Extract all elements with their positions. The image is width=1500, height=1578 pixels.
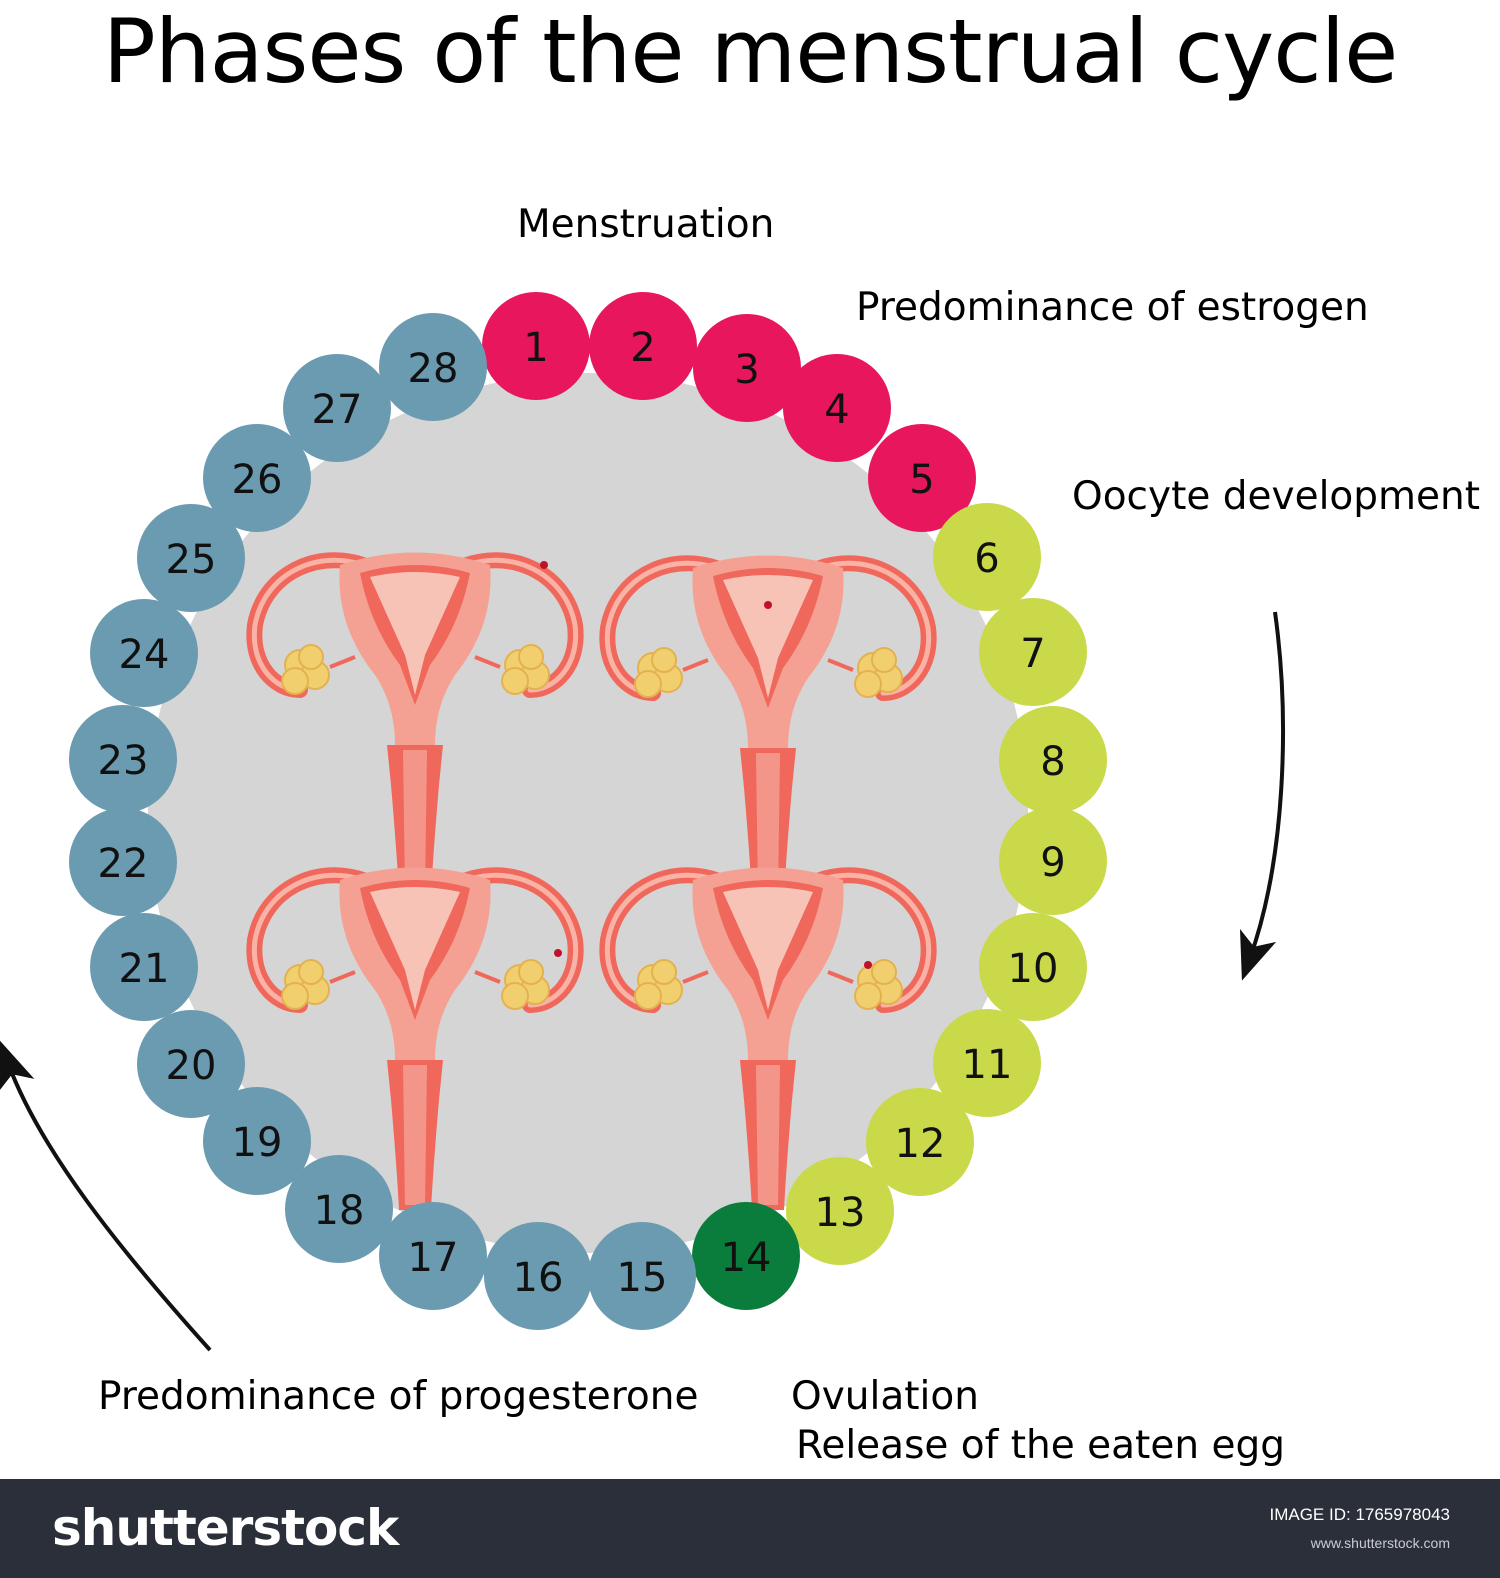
day-label-4: 4 [824,387,849,433]
day-circle-25 [137,504,245,612]
day-circle-18 [285,1155,393,1263]
day-circle-4 [783,354,891,462]
day-label-7: 7 [1020,631,1045,677]
day-circle-24 [90,599,198,707]
day-label-3: 3 [734,347,759,393]
day-circle-13 [786,1157,894,1265]
day-label-13: 13 [815,1190,866,1236]
progesterone-arrow [0,1040,212,1352]
day-label-10: 10 [1008,946,1059,992]
day-circle-26 [203,424,311,532]
menstruation-label: Menstruation [517,202,775,247]
day-label-16: 16 [513,1255,564,1301]
page-title: Phases of the menstrual cycle [102,0,1398,103]
day-circle-12 [866,1088,974,1196]
day-circle-11 [933,1009,1041,1117]
day-label-24: 24 [119,632,170,678]
shutterstock-logo: shutterstock [52,1499,399,1557]
egg-dot-4 [864,961,872,969]
site-url: www.shutterstock.com [1310,1535,1450,1551]
day-label-17: 17 [408,1235,459,1281]
day-label-27: 27 [312,387,363,433]
day-circle-17 [379,1202,487,1310]
day-circle-21 [90,913,198,1021]
day-label-20: 20 [166,1043,217,1089]
day-label-9: 9 [1040,840,1065,886]
day-circle-7 [979,598,1087,706]
egg-dot-1 [540,561,548,569]
oocyte-label: Oocyte development [1072,474,1481,519]
day-label-5: 5 [909,457,934,503]
day-circle-9 [999,807,1107,915]
day-circle-20 [137,1010,245,1118]
day-label-23: 23 [98,738,149,784]
day-label-18: 18 [314,1188,365,1234]
egg-dot-3 [554,949,562,957]
day-circle-10 [979,913,1087,1021]
day-circle-19 [203,1087,311,1195]
day-label-12: 12 [895,1121,946,1167]
estrogen-label: Predominance of estrogen [856,285,1369,330]
day-circle-22 [69,808,177,916]
day-circle-6 [933,503,1041,611]
day-label-1: 1 [523,325,548,371]
day-circle-16 [484,1222,592,1330]
day-circle-3 [693,314,801,422]
progesterone-label: Predominance of progesterone [98,1374,699,1419]
day-label-6: 6 [974,536,999,582]
ovulation-label: Ovulation [791,1374,979,1419]
day-label-8: 8 [1040,739,1065,785]
day-circle-27 [283,354,391,462]
day-label-28: 28 [408,346,459,392]
day-circle-28 [379,313,487,421]
day-label-2: 2 [630,325,655,371]
day-circle-14 [692,1202,800,1310]
day-circle-1 [482,292,590,400]
day-label-22: 22 [98,841,149,887]
day-circle-2 [589,292,697,400]
egg-dot-2 [764,601,772,609]
day-label-15: 15 [617,1255,668,1301]
footer-bar: shutterstock IMAGE ID: 1765978043 www.sh… [0,1479,1500,1578]
day-label-19: 19 [232,1120,283,1166]
release-label: Release of the eaten egg [796,1423,1285,1468]
day-label-21: 21 [119,946,170,992]
day-label-14: 14 [721,1235,772,1281]
day-label-25: 25 [166,537,217,583]
day-circle-23 [69,705,177,813]
image-id: IMAGE ID: 1765978043 [1269,1505,1450,1524]
oocyte-arrow [1239,611,1285,981]
day-label-11: 11 [962,1042,1013,1088]
day-circle-15 [588,1222,696,1330]
day-circle-5 [868,424,976,532]
day-label-26: 26 [232,457,283,503]
day-circle-8 [999,706,1107,814]
